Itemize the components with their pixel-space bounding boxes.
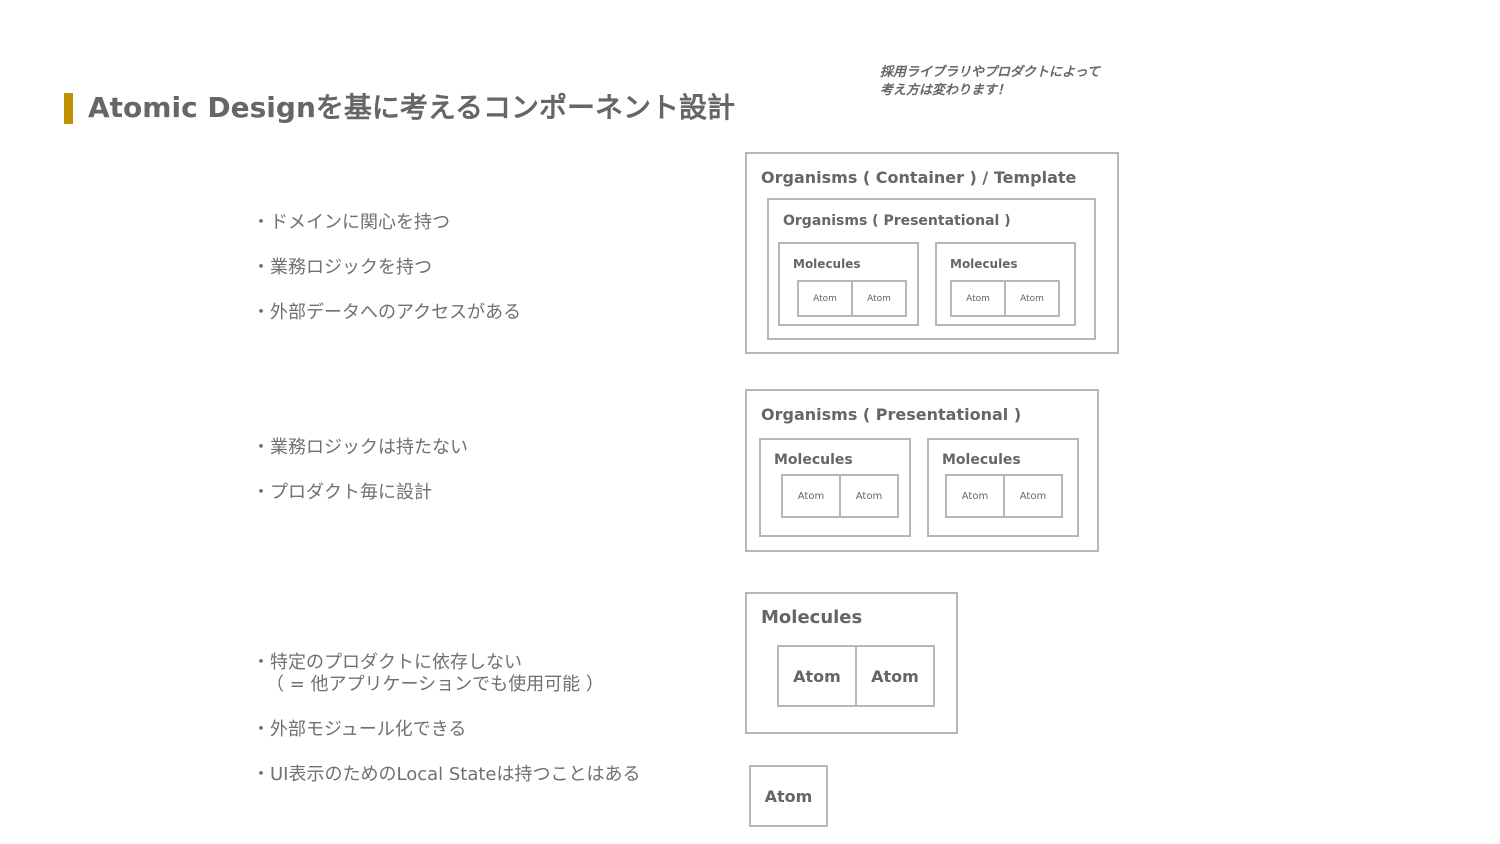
atom-box: Atom xyxy=(781,474,841,518)
molecule-box: Molecules Atom Atom xyxy=(745,592,958,734)
atom-box: Atom xyxy=(1004,280,1060,317)
atom-box: Atom xyxy=(777,645,857,707)
note: 採用ライブラリやプロダクトによって 考え方は変わります！ xyxy=(880,64,1100,100)
presentational-organism-box: Organisms ( Presentational ) Molecules A… xyxy=(767,198,1096,340)
molecule-box: Molecules Atom Atom xyxy=(759,438,911,537)
container-organism-box: Organisms ( Container ) / Template Organ… xyxy=(745,152,1119,354)
molecule-box: Molecules Atom Atom xyxy=(778,242,919,326)
container-bullet-3: ・外部データへのアクセスがある xyxy=(252,302,522,323)
molecule-label: Molecules xyxy=(793,257,861,271)
presentational-organism-label: Organisms ( Presentational ) xyxy=(783,213,1011,229)
atom-box: Atom xyxy=(749,765,828,827)
molecule-box: Molecules Atom Atom xyxy=(935,242,1076,326)
title-accent-bar xyxy=(64,93,73,124)
atom-box: Atom xyxy=(950,280,1006,317)
molecules-bullet-1-subtext: （ = 他アプリケーションでも使用可能 ） xyxy=(266,674,604,695)
molecules-bullet-1-text: ・特定のプロダクトに依存しない xyxy=(252,652,522,673)
container-organism-label: Organisms ( Container ) / Template xyxy=(761,168,1077,187)
molecule-label: Molecules xyxy=(774,452,853,468)
presentational-bullet-1: ・業務ロジックは持たない xyxy=(252,437,468,458)
note-line-1: 採用ライブラリやプロダクトによって xyxy=(880,65,1100,80)
atom-box: Atom xyxy=(855,645,935,707)
atom-bullet-1: ・UI表示のためのLocal Stateは持つことはある xyxy=(252,764,641,785)
note-line-2: 考え方は変わります！ xyxy=(880,83,1011,98)
molecule-label: Molecules xyxy=(761,607,863,628)
page-title: Atomic Designを基に考えるコンポーネント設計 xyxy=(88,91,736,124)
molecule-label: Molecules xyxy=(950,257,1018,271)
atom-box: Atom xyxy=(851,280,907,317)
atom-box: Atom xyxy=(839,474,899,518)
atom-box: Atom xyxy=(797,280,853,317)
molecules-bullet-1: ・特定のプロダクトに依存しない （ = 他アプリケーションでも使用可能 ） xyxy=(252,652,604,696)
molecules-bullet-2: ・外部モジュール化できる xyxy=(252,719,467,740)
molecule-box: Molecules Atom Atom xyxy=(927,438,1079,537)
container-bullet-2: ・業務ロジックを持つ xyxy=(252,257,432,278)
atom-box: Atom xyxy=(945,474,1005,518)
presentational-bullet-2: ・プロダクト毎に設計 xyxy=(252,482,432,503)
presentational-organism-box: Organisms ( Presentational ) Molecules A… xyxy=(745,389,1099,552)
molecule-label: Molecules xyxy=(942,452,1021,468)
container-bullet-1: ・ドメインに関心を持つ xyxy=(252,212,450,233)
presentational-organism-label: Organisms ( Presentational ) xyxy=(761,405,1022,424)
atom-box: Atom xyxy=(1003,474,1063,518)
